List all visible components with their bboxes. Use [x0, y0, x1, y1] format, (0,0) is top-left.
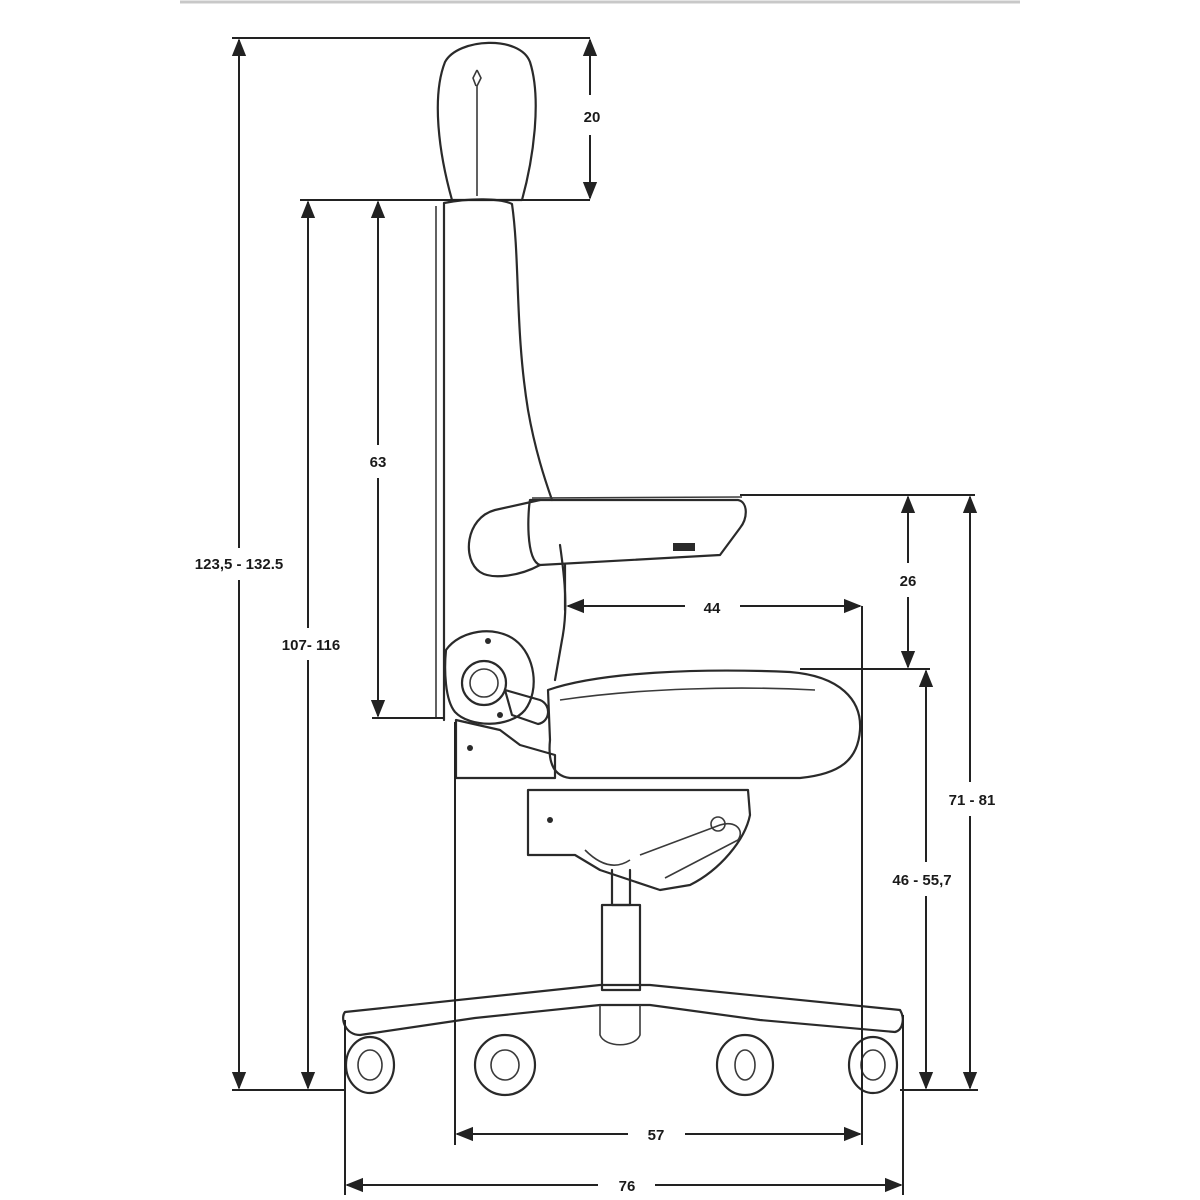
- screw-4: [547, 817, 553, 823]
- headrest-seam: [472, 69, 482, 196]
- armrest-rear-roll: [467, 498, 542, 578]
- screw-2: [497, 712, 503, 718]
- mechanism-plate: [526, 788, 752, 892]
- label-backrest-height: 63: [370, 454, 387, 471]
- tilt-knob-inner: [469, 668, 499, 698]
- caster-4: [847, 1035, 899, 1095]
- dimension-labels: 20 63 123,5 - 132.5 107- 116 26 44 71 - …: [195, 109, 996, 1195]
- dimension-lines: [231, 37, 978, 1195]
- screw-3: [467, 745, 473, 751]
- tilt-knob: [460, 659, 508, 707]
- lever-pivot: [710, 816, 726, 832]
- caster-1: [344, 1035, 396, 1095]
- gas-lift-lower: [600, 903, 642, 992]
- label-armrest-floor-height: 71 - 81: [949, 792, 996, 809]
- armrest-label-plate: [673, 543, 695, 551]
- height-lever: [639, 822, 742, 879]
- label-headrest-height: 20: [584, 109, 601, 126]
- screw-1: [485, 638, 491, 644]
- headrest: [436, 41, 537, 202]
- base-hub: [599, 1005, 641, 1046]
- tilt-lever: [503, 688, 550, 726]
- label-seat-depth: 57: [648, 1127, 665, 1144]
- label-seat-height: 46 - 55,7: [892, 872, 951, 889]
- label-total-height: 123,5 - 132.5: [195, 556, 283, 573]
- armrest-pad: [527, 498, 747, 567]
- label-armrest-above-seat: 26: [900, 573, 917, 590]
- seat-cushion: [546, 669, 862, 780]
- mechanism-detail: [584, 849, 631, 866]
- label-armrest-length: 44: [704, 600, 721, 617]
- caster-3: [715, 1033, 775, 1097]
- caster-2: [473, 1033, 537, 1097]
- label-base-width: 76: [619, 1178, 636, 1195]
- backrest-front-lower: [553, 543, 567, 682]
- label-backrest-total-height: 107- 116: [282, 637, 340, 654]
- armrest-top-edge: [531, 496, 743, 499]
- star-base: [342, 983, 904, 1037]
- tilt-housing: [444, 630, 535, 725]
- backrest: [442, 198, 554, 722]
- seat-seam: [559, 687, 816, 701]
